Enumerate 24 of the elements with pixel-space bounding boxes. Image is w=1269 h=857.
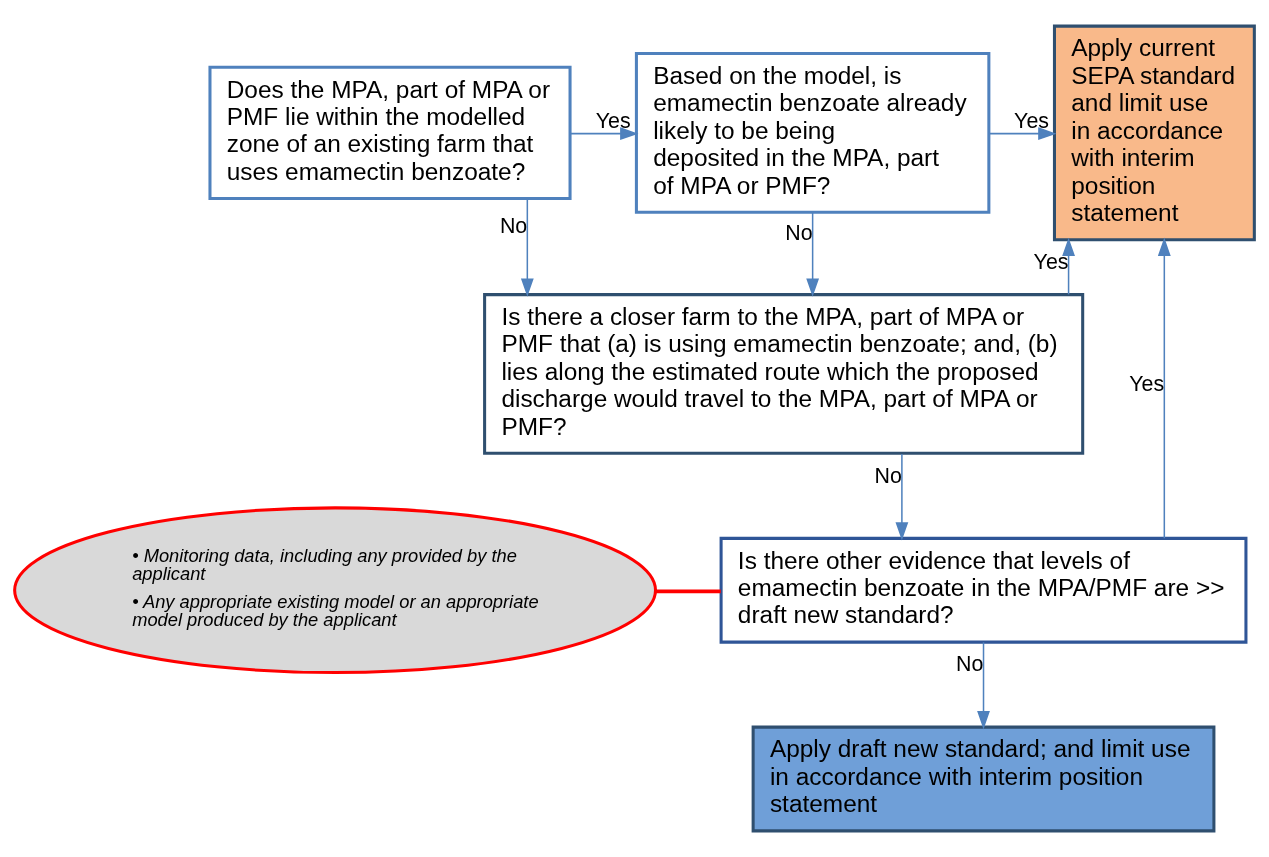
- arrow: [1062, 237, 1075, 296]
- edge-label: No: [956, 652, 984, 677]
- node-ellipse: • Monitoring data, including any provided by the applicant • Any appropriate existing model or an appropriate model produced by the applicant: [13, 506, 658, 675]
- arrow: [977, 641, 990, 730]
- connector: [655, 589, 721, 594]
- arrow: [988, 127, 1057, 141]
- arrow: [806, 211, 820, 297]
- edge-label: Yes: [595, 108, 631, 133]
- node-box: Apply current SEPA standard and limit use in accordance with interim position statement: [1052, 24, 1256, 242]
- node-box: Is there other evidence that levels of emamectin benzoate in the MPA/PMF are >> draft new standard?: [719, 536, 1248, 644]
- node-box: Does the MPA, part of MPA or PMF lie within the modelled zone of an existing farm that uses emamectin benzoate?: [208, 65, 572, 201]
- node-box: Apply draft new standard; and limit use in accordance with interim position statement: [751, 725, 1216, 833]
- edge-label: No: [785, 221, 813, 246]
- edge-label: Yes: [1014, 108, 1049, 133]
- edge-label: Yes: [1033, 249, 1069, 274]
- arrow: [895, 453, 909, 541]
- edge-label: No: [499, 214, 528, 239]
- edge-label: Yes: [1129, 371, 1165, 396]
- node-box: Is there a closer farm to the MPA, part of MPA or PMF that (a) is using emamectin benzoate; and, (b) lies along the estimated route which the proposed discharge would travel to the MPA, part of MPA or PMF?: [483, 293, 1085, 455]
- arrow: [520, 198, 534, 297]
- edge-label: No: [874, 463, 902, 488]
- arrow: [1157, 237, 1171, 539]
- arrow: [569, 127, 639, 141]
- node-box: Based on the model, is emamectin benzoate already likely to be being deposited in the MPA, part of MPA or PMF?: [634, 52, 991, 214]
